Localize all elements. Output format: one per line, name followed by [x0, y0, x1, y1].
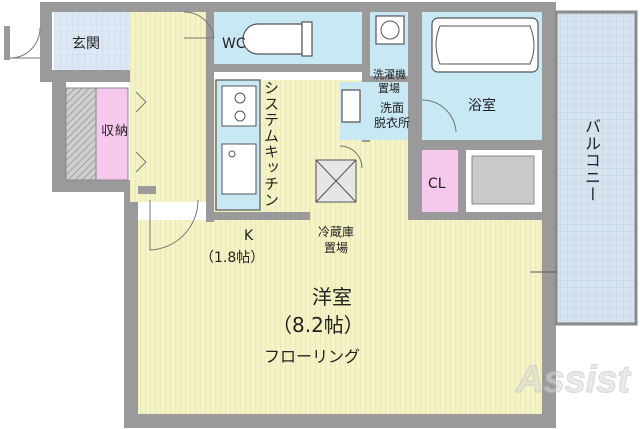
- storage-label: 収納: [101, 124, 130, 139]
- entrance-floor: [54, 12, 130, 70]
- corridor-floor: [130, 12, 210, 202]
- assist-logo-watermark: Assist: [514, 358, 632, 401]
- balcony-area: [554, 10, 638, 326]
- bath-label: 浴室: [468, 97, 496, 114]
- toilet-icon: [242, 23, 303, 55]
- washer-label-2: 置場: [378, 82, 400, 95]
- entrance-door-swing: [9, 27, 41, 59]
- washroom-label-1: 洗面: [380, 101, 404, 115]
- closet-shelf: [471, 155, 535, 205]
- outer-walls: [40, 2, 556, 428]
- pipe-shaft: [65, 87, 97, 181]
- sink-icon: [341, 89, 361, 123]
- entrance-label: 玄関: [72, 35, 100, 52]
- inner-walls: [138, 12, 542, 222]
- washer-label-1: 洗濯機: [373, 67, 406, 81]
- western-room-label: 洋室: [312, 285, 352, 309]
- western-room-size-label: （8.2帖）: [272, 313, 364, 337]
- kitchen-sink-icon: [221, 143, 257, 195]
- closet-label: CL: [428, 176, 446, 192]
- kitchen-size-label: （1.8帖）: [200, 250, 264, 266]
- washroom-label-2: 脱衣所: [374, 115, 410, 130]
- svg-text:Assist: Assist: [515, 359, 631, 401]
- system-kitchen-label: システムキッチン: [262, 80, 280, 208]
- storage-room: [95, 87, 129, 181]
- fridge-label-2: 置場: [324, 241, 348, 255]
- room-door-swing: [149, 199, 199, 251]
- kitchen-label: K: [244, 228, 254, 244]
- western-room-floor: [138, 220, 542, 414]
- bathtub-icon: [431, 17, 539, 73]
- closet-room: [422, 150, 458, 212]
- washer-icon: [375, 15, 405, 45]
- balcony-label: バルコニー: [582, 118, 601, 203]
- stove-icon: [221, 85, 257, 127]
- fridge-label-1: 冷蔵庫: [318, 225, 354, 239]
- flooring-label: フローリング: [264, 347, 360, 366]
- wc-label: WC: [222, 36, 246, 52]
